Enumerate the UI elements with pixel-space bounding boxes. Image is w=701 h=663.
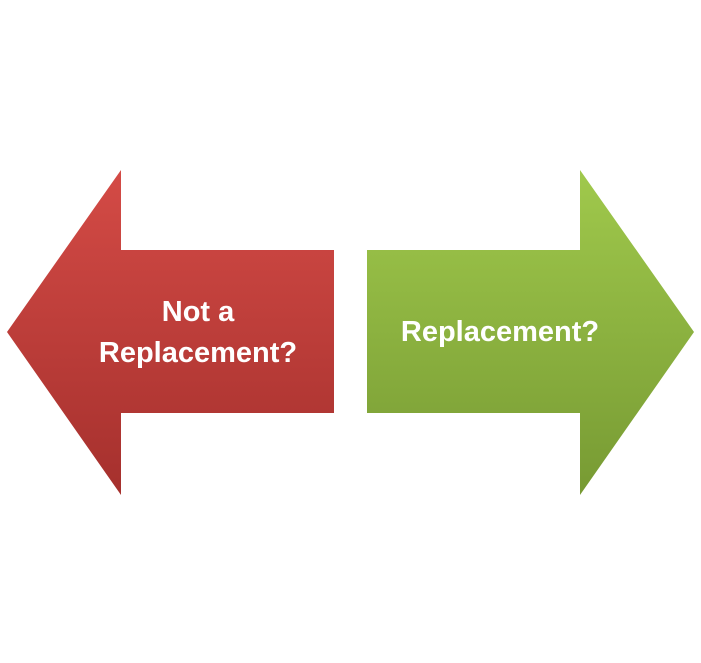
left-arrow-label-line1: Not a	[162, 296, 235, 328]
left-arrow-shape	[7, 170, 334, 495]
right-arrow: Replacement?	[367, 170, 694, 495]
right-arrow-label: Replacement?	[401, 316, 599, 348]
left-arrow: Not a Replacement?	[7, 170, 334, 495]
right-arrow-shape	[367, 170, 694, 495]
left-arrow-label-line2: Replacement?	[99, 337, 297, 369]
